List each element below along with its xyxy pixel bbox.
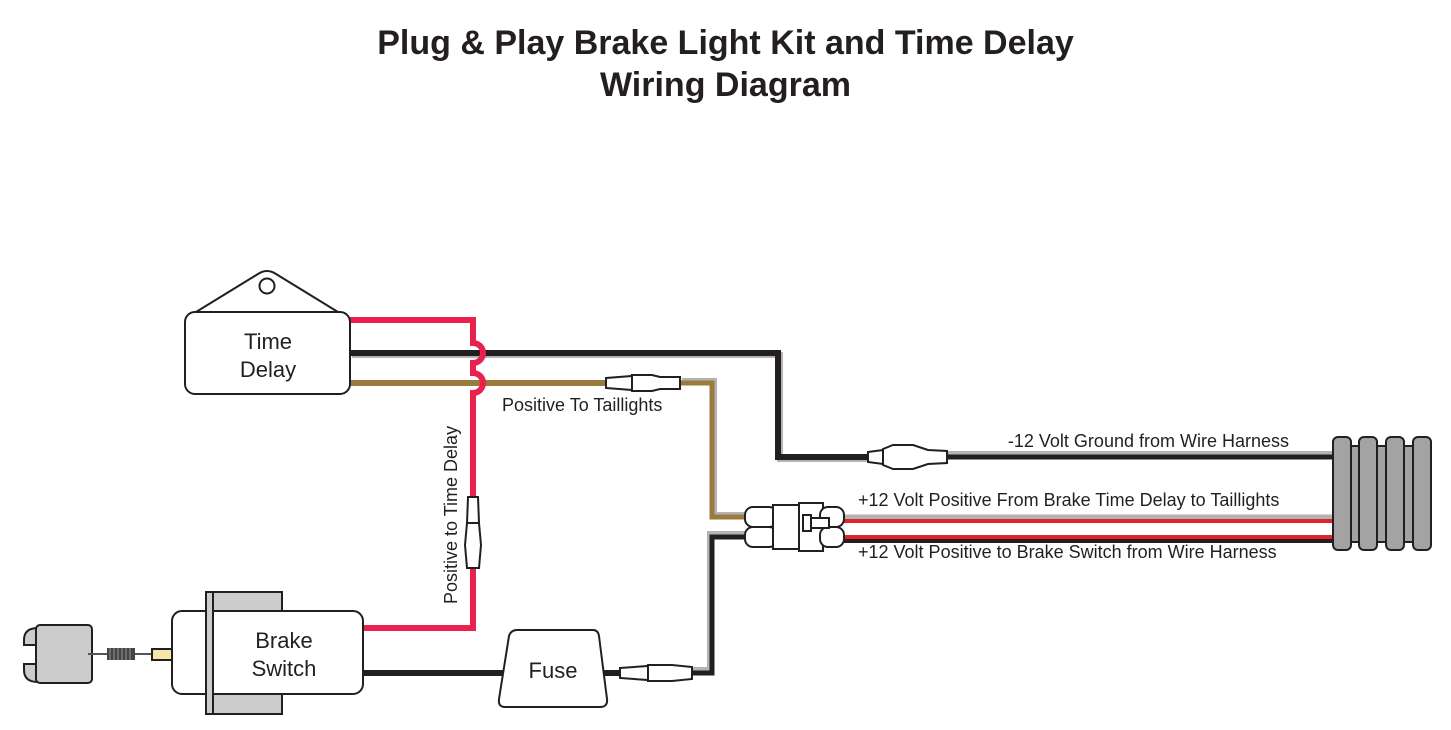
- harness-plug-connector: [744, 502, 845, 552]
- ground-wire: [350, 350, 1336, 462]
- wire-harness-plug: [1332, 436, 1432, 551]
- mounting-hole-icon: [258, 277, 276, 295]
- positive-from-delay-label: +12 Volt Positive From Brake Time Delay …: [858, 490, 1279, 510]
- spring-icon: [107, 648, 135, 660]
- fuse-inline-connector: [619, 664, 693, 682]
- title-line-1: Plug & Play Brake Light Kit and Time Del…: [377, 24, 1074, 62]
- positive-to-time-delay-label: Positive to Time Delay: [441, 426, 461, 604]
- fuse-to-harness-wire: [604, 531, 748, 676]
- ground-connector: [867, 444, 948, 470]
- brake-switch-label-2: Switch: [252, 656, 317, 681]
- brake-pedal-plunger: [23, 624, 173, 684]
- time-delay-label-1: Time: [244, 329, 292, 354]
- harness-wires: [842, 514, 1336, 543]
- time-delay-module: Time Delay: [184, 270, 351, 395]
- positive-to-taillights-label: Positive To Taillights: [502, 395, 662, 415]
- title-line-2: Wiring Diagram: [600, 66, 851, 104]
- brake-switch: Brake Switch: [171, 591, 364, 715]
- ground-label: -12 Volt Ground from Wire Harness: [1008, 431, 1289, 451]
- time-delay-positive-wire: [350, 317, 486, 631]
- positive-to-switch-label: +12 Volt Positive to Brake Switch from W…: [858, 542, 1277, 562]
- fuse: Fuse: [497, 629, 609, 708]
- diagram-title: Plug & Play Brake Light Kit and Time Del…: [0, 22, 1451, 106]
- fuse-label: Fuse: [529, 658, 578, 683]
- brake-switch-label-1: Brake: [255, 628, 312, 653]
- time-delay-label-2: Delay: [240, 357, 296, 382]
- taillight-connector: [605, 374, 681, 392]
- time-delay-inline-connector: [463, 496, 483, 569]
